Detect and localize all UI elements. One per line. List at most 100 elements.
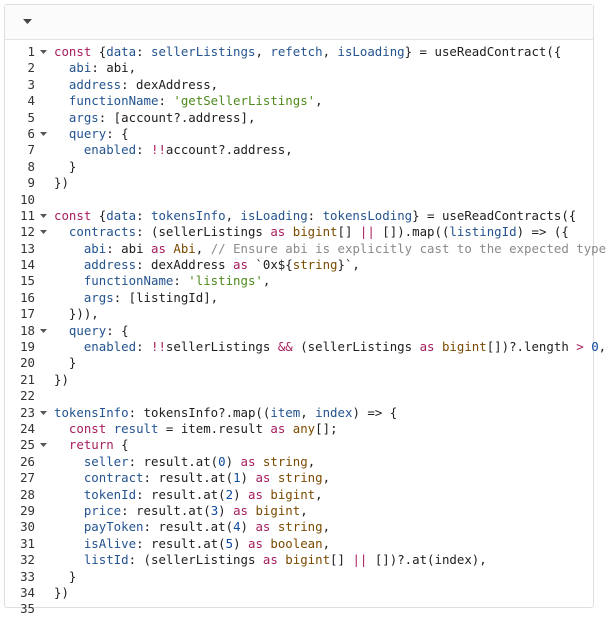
token: ) [233,535,248,551]
code-text: } [54,355,76,371]
token: } = useReadContracts({ [412,207,577,223]
token: isLoading [337,44,405,59]
line-number: 20 [20,355,35,371]
fold-toggle[interactable] [38,126,50,142]
code-line: 32 listId: (sellerListings as bigint[] |… [5,552,593,568]
fold-caret-icon [40,410,47,415]
fold-toggle[interactable] [38,405,50,421]
line-number: 35 [20,601,35,617]
collapse-toggle[interactable] [19,13,37,31]
token: bigint [292,224,338,240]
line-number: 4 [27,93,35,109]
token: [])?.length [486,339,577,355]
code-line: 34}) [5,585,593,601]
token: : [account?.address], [98,109,256,125]
token: , [598,339,606,355]
token [54,470,84,485]
fold-toggle[interactable] [38,323,50,339]
token: , [322,44,338,59]
code-text: functionName: 'getSellerListings', [54,93,323,109]
line-number: 34 [20,584,35,600]
code-text: return { [54,437,129,453]
token: 4 [233,519,241,535]
token: const [54,44,92,59]
token [54,224,69,239]
line-number: 9 [27,175,35,191]
token: || [352,552,368,568]
token [54,536,84,551]
line-number: 24 [20,420,35,436]
code-line: 10 [5,192,593,208]
token: as [233,257,248,273]
token [54,454,84,469]
token [54,126,69,141]
token: ) => { [352,404,398,420]
code-line: 26 seller: result.at(0) as string, [5,454,593,470]
token: as [233,502,248,518]
token: || [359,224,375,240]
code-line: 33 } [5,569,593,585]
fold-toggle[interactable] [38,224,50,240]
line-number: 31 [20,535,35,551]
code-text: abi: abi, [54,60,136,76]
token: : result.at( [143,470,234,486]
fold-toggle[interactable] [38,44,50,60]
token: item [270,404,301,420]
token: `0x${ [247,257,293,273]
line-number: 21 [20,371,35,387]
token: return [68,437,114,453]
token: , [322,535,331,551]
line-number: 30 [20,519,35,535]
code-line: 7 enabled: !!account?.address, [5,142,593,158]
line-number: 3 [27,76,35,92]
line-number: 25 [20,437,35,453]
token: bigint [255,502,301,518]
token: 'getSellerListings' [173,93,316,109]
token: query [68,322,107,338]
token: })), [54,306,99,322]
token: address [68,76,122,92]
token: : dexAddress, [121,76,219,92]
token: : result.at( [143,519,234,535]
token: : result.at( [136,535,226,551]
code-text: abi: abi as Abi, // Ensure abi is explic… [54,241,606,257]
token: boolean [270,535,323,551]
token: , [322,470,331,486]
token: ) [218,502,234,518]
token [255,454,262,469]
token: 0 [218,453,226,469]
fold-toggle[interactable] [38,208,50,224]
code-text: }) [54,585,69,601]
token: address [83,257,137,273]
token: result [113,420,159,436]
token: enabled [83,339,137,355]
token: // Ensure abi is explicitly cast to the … [210,240,606,256]
token [54,323,69,338]
line-number: 33 [20,568,35,584]
token: query [68,125,107,141]
caret-down-icon [23,19,32,24]
token: !! [150,339,166,355]
token: ) [240,470,256,486]
token: : tokensInfo?.map(( [128,404,271,420]
token: contract [83,470,144,486]
token: price [83,502,122,518]
line-number: 10 [20,191,35,207]
token: args [83,289,114,305]
token: !! [150,142,166,158]
token: as [270,420,286,436]
code-line: 19 enabled: !!sellerListings && (sellerL… [5,339,606,355]
line-number: 27 [20,470,35,486]
fold-toggle[interactable] [38,437,50,453]
line-number: 13 [20,240,35,256]
token: as [262,552,278,568]
token: : result.at( [121,502,211,518]
code-line: 29 price: result.at(3) as bigint, [5,503,593,519]
token: Abi [173,240,196,256]
code-text: })), [54,306,99,322]
token: : (sellerListings [136,224,271,240]
token: : dexAddress [136,257,234,273]
fold-caret-icon [40,328,47,333]
